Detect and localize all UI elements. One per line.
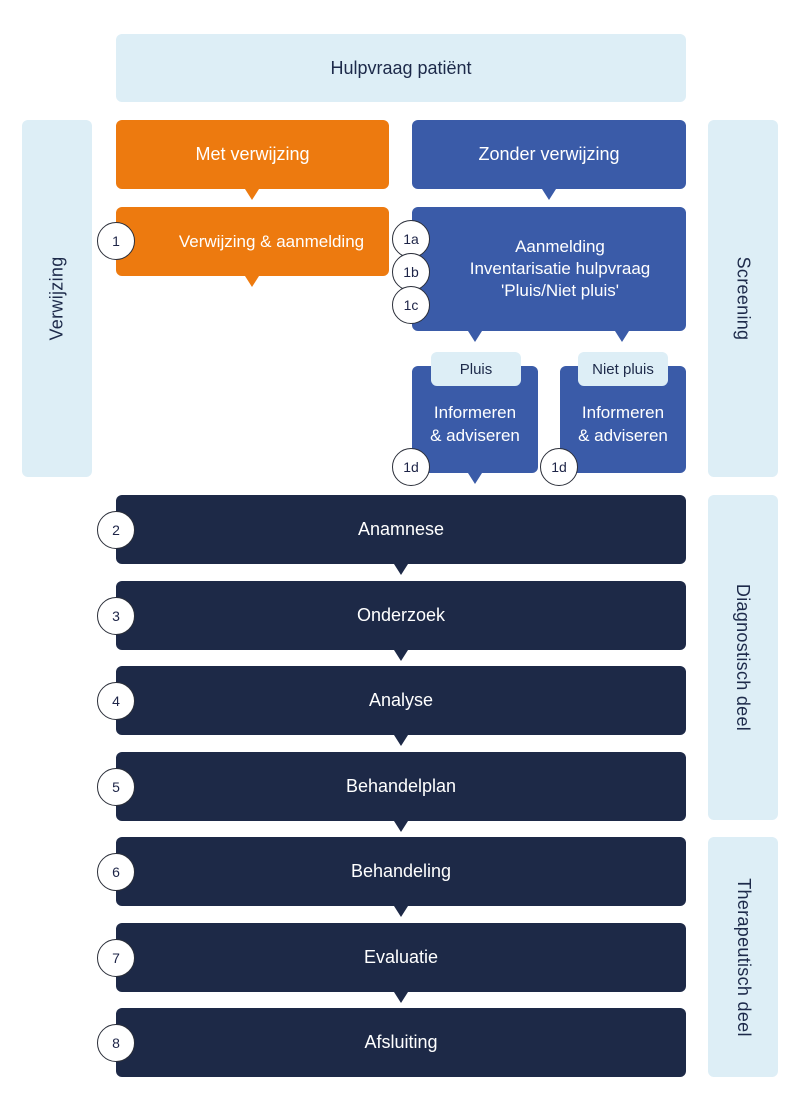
step-badge: 1d [540,448,578,486]
arrow-pointer [394,735,408,746]
without-referral-box: Zonder verwijzing [412,120,686,189]
arrow-pointer [468,331,482,342]
arrow-pointer [245,276,259,287]
arrow-pointer [394,650,408,661]
step-badge: 1 [97,222,135,260]
step-evaluatie: Evaluatie [116,923,686,992]
step-badge: 1a [392,220,430,258]
arrow-pointer [468,473,482,484]
inventory-line: 'Pluis/Niet pluis' [501,281,619,301]
inventory-line: Inventarisatie hulpvraag [469,258,651,278]
step-badge: 6 [97,853,135,891]
arrow-pointer [394,821,408,832]
side-label-verwijzing: Verwijzing [22,120,92,477]
registration-inventory-box: Aanmelding Inventarisatie hulpvraag 'Plu… [412,207,686,331]
arrow-pointer [615,331,629,342]
side-label-therapeutisch: Therapeutisch deel [708,837,778,1077]
tag-niet-pluis: Niet pluis [578,352,668,386]
step-badge: 8 [97,1024,135,1062]
arrow-pointer [542,189,556,200]
tag-pluis: Pluis [431,352,521,386]
side-label-diagnostisch: Diagnostisch deel [708,495,778,820]
step-afsluiting: Afsluiting [116,1008,686,1077]
patient-request-box: Hulpvraag patiënt [116,34,686,102]
inventory-line: Aanmelding [515,236,605,256]
step-badge: 2 [97,511,135,549]
step-badge: 1d [392,448,430,486]
patient-request-label: Hulpvraag patiënt [330,57,472,78]
step-badge: 7 [97,939,135,977]
step-behandelplan: Behandelplan [116,752,686,821]
arrow-pointer [394,906,408,917]
step-analyse: Analyse [116,666,686,735]
step-badge: 5 [97,768,135,806]
step-anamnese: Anamnese [116,495,686,564]
arrow-pointer [394,564,408,575]
arrow-pointer [394,992,408,1003]
step-onderzoek: Onderzoek [116,581,686,650]
arrow-pointer [245,189,259,200]
step-badge: 4 [97,682,135,720]
step-badge: 1c [392,286,430,324]
step-behandeling: Behandeling [116,837,686,906]
step-badge: 3 [97,597,135,635]
side-label-screening: Screening [708,120,778,477]
with-referral-box: Met verwijzing [116,120,389,189]
referral-registration-box: Verwijzing & aanmelding [116,207,389,276]
